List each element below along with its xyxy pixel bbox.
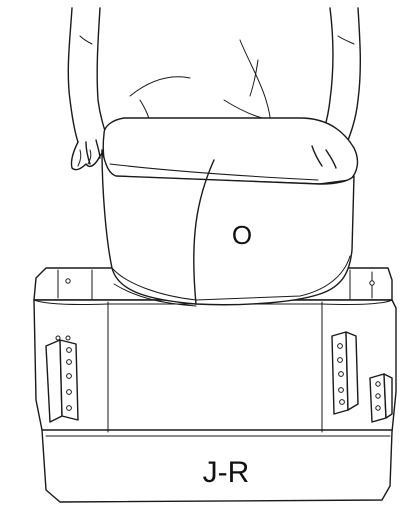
right-small-bracket <box>370 374 392 422</box>
frame-label: J-R <box>203 456 250 489</box>
right-bracket <box>332 332 358 414</box>
seat-cushion: O <box>102 118 357 306</box>
cushion-label: O <box>232 220 252 250</box>
left-bracket <box>46 336 78 422</box>
